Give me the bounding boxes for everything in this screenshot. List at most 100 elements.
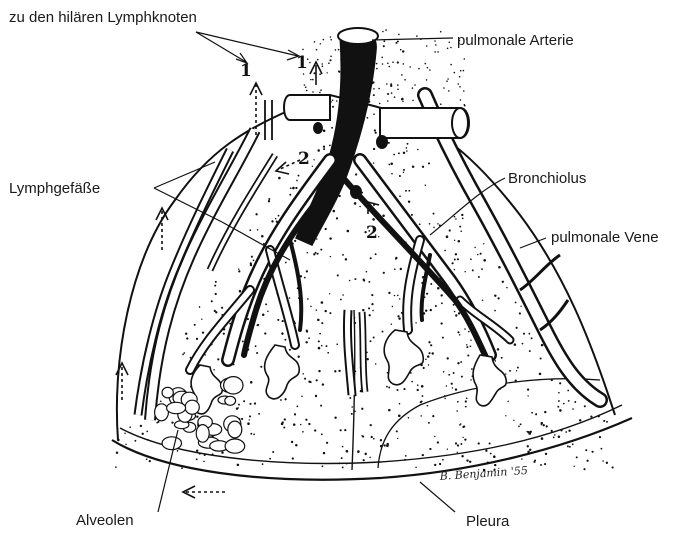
stipple-dot [405, 455, 407, 457]
stipple-dot [373, 94, 375, 96]
stipple-dot [451, 262, 453, 264]
stipple-dot [509, 370, 511, 372]
stipple-dot [368, 281, 370, 283]
stipple-dot [361, 435, 362, 436]
stipple-dot [285, 262, 287, 264]
stipple-dot [351, 413, 353, 415]
stipple-dot [306, 270, 308, 272]
stipple-dot [522, 343, 524, 345]
stipple-dot [411, 214, 413, 216]
alveolus [162, 437, 181, 450]
stipple-dot [305, 86, 307, 88]
stipple-dot [362, 309, 364, 311]
stipple-dot [398, 415, 401, 418]
stipple-dot [478, 276, 480, 278]
stipple-dot [294, 413, 296, 415]
stipple-dot [406, 150, 408, 152]
stipple-dot [519, 312, 521, 314]
stipple-dot [317, 149, 320, 152]
stipple-dot [590, 415, 592, 417]
stipple-dot [302, 431, 304, 433]
stipple-dot [284, 418, 286, 420]
stipple-dot [338, 370, 340, 372]
stipple-dot [321, 322, 323, 324]
alveolus [225, 396, 236, 405]
stipple-dot [329, 312, 331, 314]
stipple-dot [493, 455, 496, 458]
stipple-dot [415, 322, 416, 323]
stipple-dot [243, 400, 245, 402]
stipple-dot [463, 70, 465, 72]
stipple-dot [331, 127, 333, 129]
stipple-dot [456, 410, 458, 412]
stipple-dot [463, 90, 465, 92]
stipple-dot [568, 429, 570, 431]
stipple-dot [440, 103, 442, 105]
stipple-dot [457, 452, 458, 453]
stipple-dot [329, 145, 331, 147]
acinus-terminal [384, 330, 423, 385]
stipple-dot [257, 324, 259, 326]
stipple-dot [428, 341, 430, 343]
stipple-dot [470, 379, 471, 380]
stipple-dot [415, 466, 417, 468]
stipple-dot [396, 430, 398, 432]
stipple-dot [323, 148, 325, 150]
stipple-dot [505, 373, 506, 374]
septal-lymph-column [347, 310, 365, 395]
stipple-dot [386, 443, 389, 446]
stipple-dot [330, 36, 332, 38]
stipple-dot [386, 83, 388, 85]
stipple-dot [408, 417, 410, 419]
stipple-dot [470, 339, 471, 340]
flow-arrow-upper-left-head [250, 83, 262, 95]
stipple-dot [417, 389, 419, 391]
stipple-dot [373, 438, 375, 440]
stipple-dot [526, 431, 527, 432]
stipple-dot [381, 57, 383, 59]
stipple-dot [408, 200, 410, 202]
stipple-dot [567, 445, 569, 447]
stipple-dot [298, 175, 300, 177]
stipple-dot [253, 260, 255, 262]
stipple-dot [584, 405, 586, 407]
stipple-dot [387, 93, 389, 95]
stipple-dot [376, 63, 378, 65]
stipple-dot [203, 461, 205, 463]
stipple-dot [366, 271, 368, 273]
stipple-dot [261, 235, 264, 238]
stipple-dot [329, 59, 331, 61]
stipple-dot [321, 301, 324, 304]
stipple-dot [450, 47, 452, 49]
stipple-dot [272, 451, 274, 453]
lymph-node-dot [376, 135, 388, 149]
stipple-dot [557, 406, 559, 408]
stipple-dot [517, 367, 519, 369]
stipple-dot [242, 340, 244, 342]
stipple-dot [221, 451, 223, 453]
stipple-dot [462, 437, 463, 438]
alveolus [224, 377, 243, 394]
stipple-dot [223, 333, 225, 335]
stipple-dot [520, 423, 522, 425]
stipple-dot [354, 202, 357, 205]
stipple-dot [457, 362, 459, 364]
stipple-dot [201, 319, 202, 320]
stipple-dot [182, 354, 184, 356]
stipple-dot [321, 433, 323, 435]
stipple-dot [262, 313, 265, 316]
stipple-dot [544, 463, 546, 465]
stipple-dot [422, 454, 424, 456]
stipple-dot [271, 220, 273, 222]
stipple-dot [539, 373, 542, 376]
stipple-dot [428, 422, 430, 424]
stipple-dot [418, 68, 420, 70]
stipple-dot [518, 426, 520, 428]
label-hilar-lymph-nodes: zu den hilären Lymphknoten [9, 9, 197, 27]
stipple-dot [375, 253, 377, 255]
stipple-dot [306, 90, 308, 92]
stipple-dot [281, 332, 283, 334]
stipple-dot [474, 247, 475, 248]
stipple-dot [442, 337, 444, 339]
stipple-dot [391, 323, 393, 325]
